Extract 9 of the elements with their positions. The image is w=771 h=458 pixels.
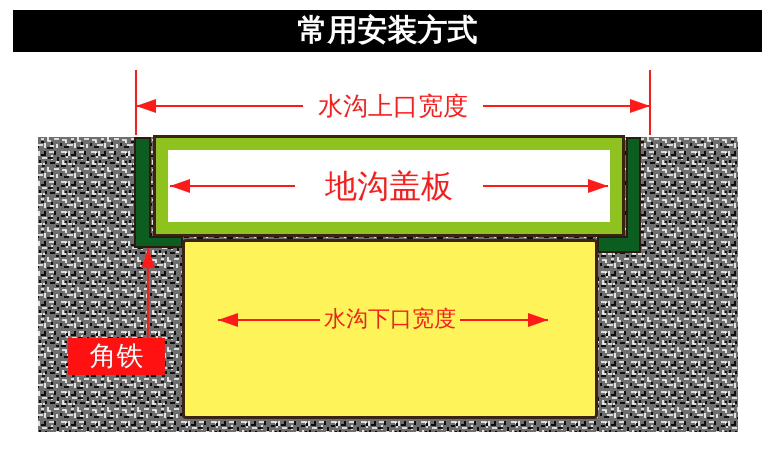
plate-label: 地沟盖板	[325, 170, 453, 202]
callout-box	[68, 338, 165, 375]
callout-label: 角铁	[90, 343, 144, 370]
title: 常用安装方式	[298, 16, 478, 46]
cover-plate	[153, 135, 625, 237]
angle-iron	[597, 137, 641, 253]
dimension-label: 水沟下口宽度	[324, 309, 456, 331]
angle-iron	[134, 137, 183, 248]
trench	[182, 239, 598, 419]
